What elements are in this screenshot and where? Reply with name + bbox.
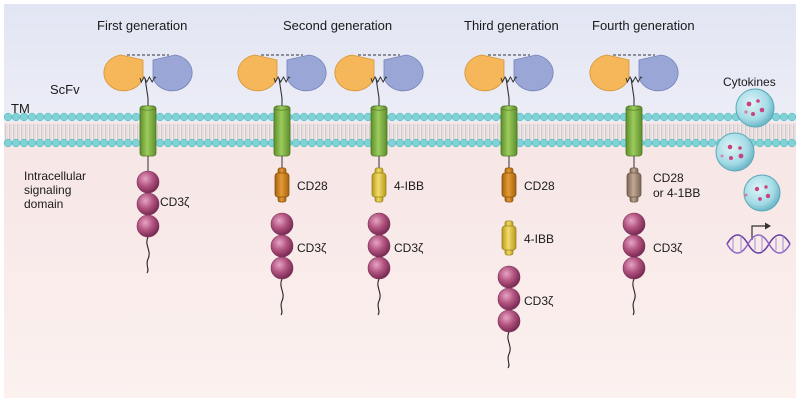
dna-helix-icon (726, 234, 791, 254)
car-construct (334, 54, 424, 316)
vl-domain (383, 54, 424, 92)
4ibb-domain (501, 220, 517, 256)
scfv-domain (589, 54, 679, 106)
cd3z-subunit (497, 265, 521, 289)
cytokine-particle (743, 174, 781, 212)
scfv-domain (103, 54, 193, 106)
cd3z-subunit (622, 234, 646, 258)
vl-domain (638, 54, 679, 92)
cytokine-particle (735, 88, 775, 128)
scfv-domain (334, 54, 424, 106)
cd3z-label-gen1: CD3ζ (160, 195, 190, 209)
cd28-or-41bb-label-line1: CD28 (653, 171, 684, 185)
vh-domain (464, 54, 505, 92)
car-construct (103, 54, 193, 274)
intracellular-label-line1: Intracellular (24, 169, 87, 183)
transcription-arrow-icon (751, 222, 771, 240)
cytokines-group (715, 88, 791, 254)
cd3z-subunit (497, 287, 521, 311)
third-generation-title: Third generation (464, 18, 559, 33)
fourth-generation-title: Fourth generation (592, 18, 695, 33)
car-constructs (103, 54, 679, 369)
cd3z-subunit (136, 192, 160, 216)
vh-domain (334, 54, 375, 92)
cd28-domain (274, 167, 290, 203)
car-construct (464, 54, 554, 369)
4ibb-label-gen3: 4-IBB (524, 232, 555, 246)
membrane-heads-top (3, 112, 797, 122)
cd3z-subunit (270, 234, 294, 258)
cd3z-subunit (270, 256, 294, 280)
car-construct (237, 54, 327, 316)
tm-domain (625, 105, 643, 157)
cd28-label-gen3: CD28 (524, 179, 555, 193)
cd28-label-gen2: CD28 (297, 179, 328, 193)
cd3z-subunit (270, 212, 294, 236)
vl-domain (286, 54, 327, 92)
second-generation-title: Second generation (283, 18, 393, 33)
tm-domain (139, 105, 157, 157)
cd3z-subunit (367, 256, 391, 280)
first-generation-title: First generation (97, 18, 188, 33)
cytokine-particle (715, 132, 755, 172)
membrane-heads-bottom (3, 138, 797, 148)
tm-domain (500, 105, 518, 157)
intracellular-label-line3: domain (24, 197, 64, 211)
cd3z-subunit (367, 234, 391, 258)
cd3z-label-gen2a: CD3ζ (297, 241, 327, 255)
cd28-domain (501, 167, 517, 203)
vl-domain (513, 54, 554, 92)
tm-domain (370, 105, 388, 157)
cd28-or-41bb-domain (626, 167, 642, 203)
cd3z-subunit (367, 212, 391, 236)
4ibb-domain (371, 167, 387, 203)
cd3z-label-gen3: CD3ζ (524, 294, 554, 308)
cd3z-subunit (622, 212, 646, 236)
cd3z-label-gen4: CD3ζ (653, 241, 683, 255)
car-construct (589, 54, 679, 316)
cd3z-subunit (497, 309, 521, 333)
vh-domain (589, 54, 630, 92)
cd3z-subunit (136, 170, 160, 194)
cytokines-label: Cytokines (723, 75, 776, 89)
tm-label: TM (11, 101, 30, 116)
intracellular-label-line2: signaling (24, 183, 72, 197)
scfv-domain (464, 54, 554, 106)
cell-membrane (3, 112, 797, 148)
cd3z-subunit (622, 256, 646, 280)
scfv-label: ScFv (50, 82, 80, 97)
cd3z-label-gen2b: CD3ζ (394, 241, 424, 255)
cd28-or-41bb-label-line2: or 4-1BB (653, 186, 701, 200)
tm-domain (273, 105, 291, 157)
vl-domain (152, 54, 193, 92)
vh-domain (103, 54, 144, 92)
vh-domain (237, 54, 278, 92)
scfv-domain (237, 54, 327, 106)
cd3z-subunit (136, 214, 160, 238)
4ibb-label-gen2: 4-IBB (394, 179, 425, 193)
